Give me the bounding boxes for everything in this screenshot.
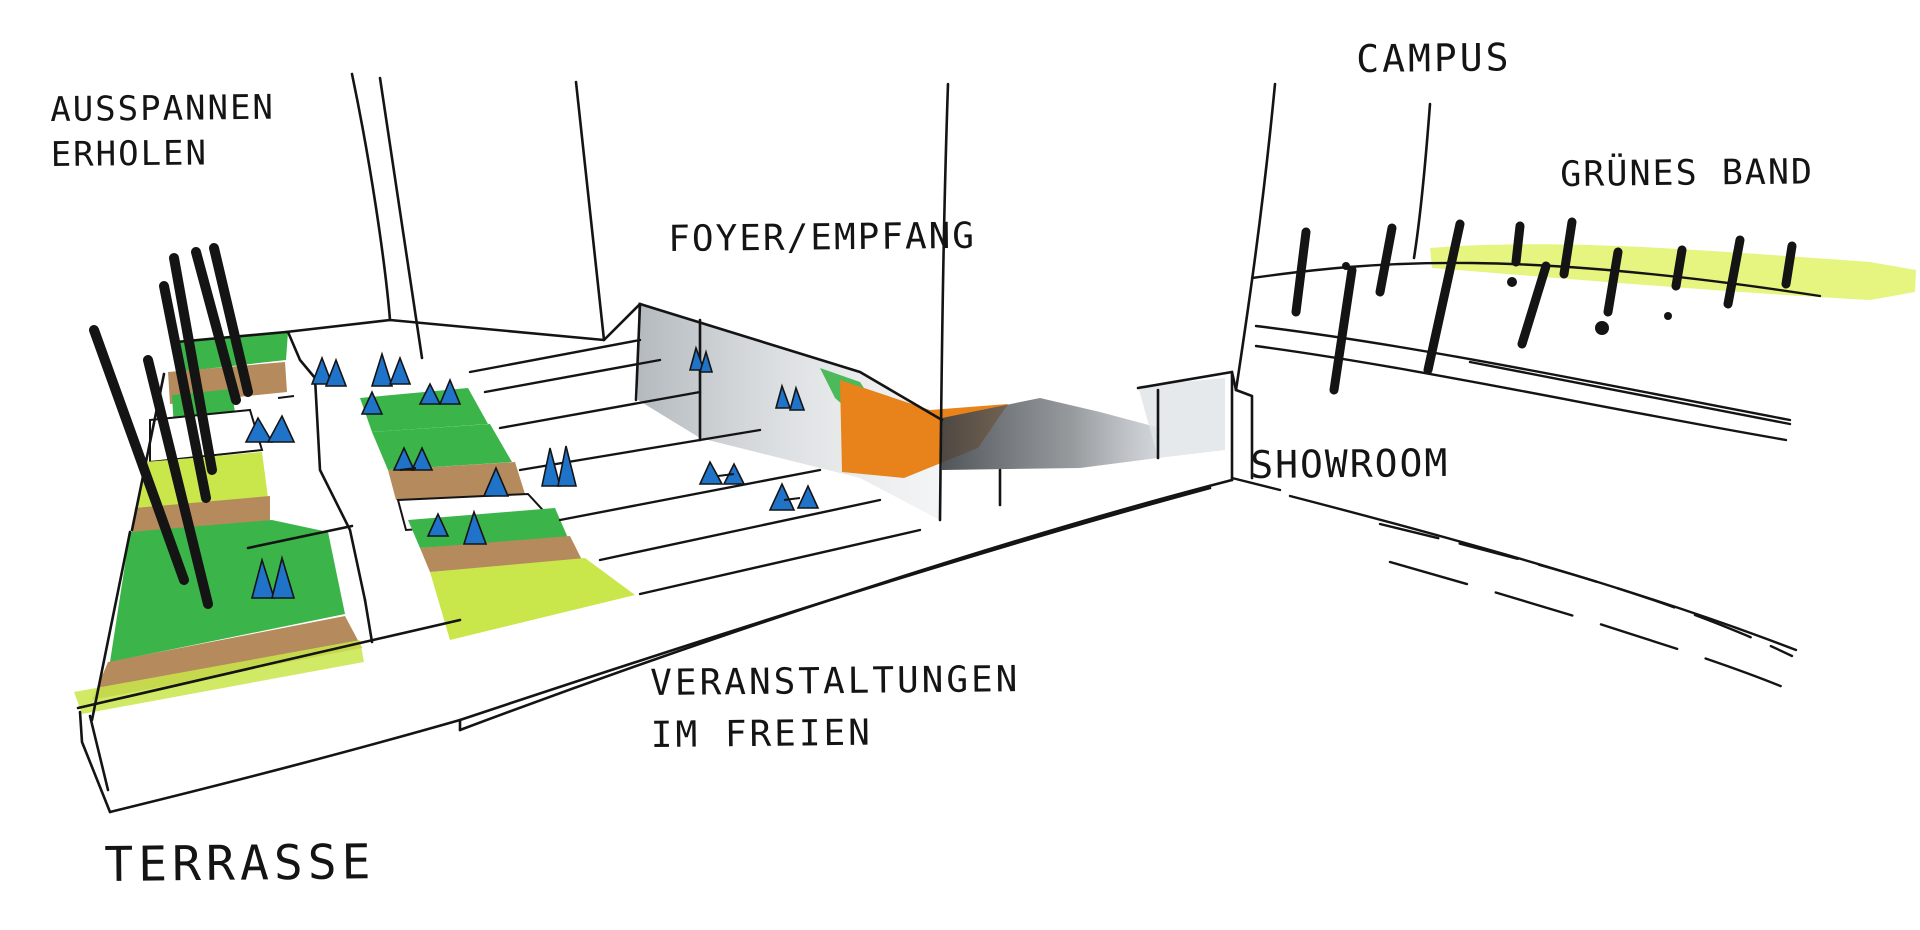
label-foyer-empfang: FOYER/EMPFANG [668, 215, 977, 260]
campus-tree-dots [1342, 262, 1672, 335]
label-im-freien: IM FREIEN [650, 712, 874, 757]
terrace-trees [89, 243, 253, 609]
label-veranstaltungen: VERANSTALTUNGEN [650, 659, 1021, 704]
central-lawn [360, 388, 635, 640]
campus-trees [1291, 217, 1797, 395]
label-ausspannen-erholen: AUSSPANNEN ERHOLEN [50, 86, 276, 178]
campus-exterior-lines [1230, 261, 1822, 692]
label-showroom: SHOWROOM [1250, 440, 1450, 487]
label-veranstaltungen-im-freien: VERANSTALTUNGEN IM FREIEN [650, 654, 1021, 762]
label-ausspannen: AUSSPANNEN [50, 87, 276, 130]
glass-facade [638, 302, 1225, 520]
label-gruenes-band: GRÜNES BAND [1560, 152, 1815, 195]
building-linework [76, 72, 1432, 814]
outdoor-tables [277, 395, 801, 501]
green-band-highlight [1430, 244, 1916, 300]
label-campus: CAMPUS [1356, 35, 1512, 81]
people-figures [244, 345, 820, 599]
label-terrasse: TERRASSE [104, 834, 376, 893]
label-erholen: ERHOLEN [50, 133, 209, 175]
event-floor-stripes [468, 338, 922, 596]
